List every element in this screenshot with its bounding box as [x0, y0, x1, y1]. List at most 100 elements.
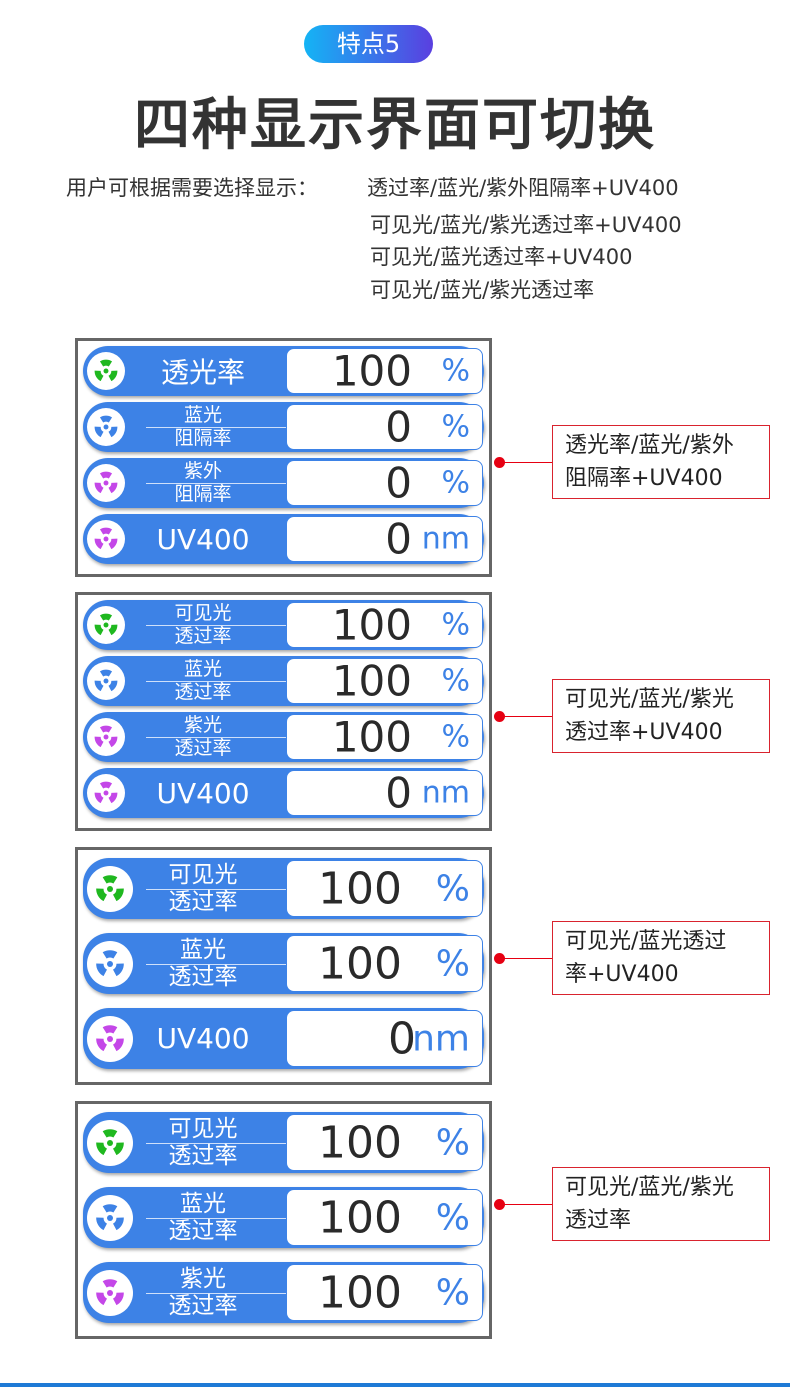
display-mode-panel: 可见光透过率 100 % 蓝光透过率 100 % 紫光透过率 100 % UV4… — [75, 592, 492, 831]
value-unit: nm — [421, 775, 470, 811]
callout-line — [500, 1204, 552, 1205]
label-line: 阻隔率 — [174, 483, 232, 505]
value-number: 0 — [385, 768, 412, 818]
label-line: UV400 — [156, 1022, 250, 1055]
radiation-blue-icon — [87, 940, 133, 987]
measurement-row: UV400 0 nm — [83, 1008, 484, 1069]
row-label: 紫外阻隔率 — [128, 458, 286, 508]
row-label: 紫光透过率 — [128, 712, 286, 762]
label-line: 透光率 — [160, 356, 245, 389]
label-divider — [145, 737, 286, 738]
label-line: 透过率 — [168, 1292, 238, 1319]
label-line: 透过率 — [174, 737, 232, 759]
measurement-row: 可见光透过率 100 % — [83, 600, 484, 650]
value-box: 0 % — [286, 403, 483, 452]
radiation-green-icon — [87, 606, 125, 644]
display-mode-panel: 透光率 100 % 蓝光阻隔率 0 % 紫外阻隔率 0 % UV400 0 nm — [75, 338, 492, 577]
row-label: 可见光透过率 — [128, 600, 286, 650]
label-line: 透过率 — [174, 625, 232, 647]
measurement-row: UV400 0 nm — [83, 514, 484, 564]
value-number: 100 — [318, 1267, 402, 1318]
label-divider — [145, 1217, 286, 1219]
row-label: UV400 — [128, 514, 278, 564]
label-line: 阻隔率 — [174, 427, 232, 449]
callout-line-text: 可见光/蓝光/紫光 — [565, 1175, 734, 1200]
value-number: 100 — [331, 346, 412, 396]
value-box: 100 % — [286, 860, 483, 917]
label-divider — [145, 1142, 286, 1144]
value-number: 0 — [385, 514, 412, 564]
value-number: 100 — [318, 938, 402, 989]
label-line: 紫外 — [183, 460, 222, 482]
measurement-row: 蓝光透过率 100 % — [83, 1187, 484, 1248]
label-line: 透过率 — [168, 888, 238, 915]
callout-line-text: 可见光/蓝光/紫光 — [565, 687, 734, 712]
display-mode-panel: 可见光透过率 100 % 蓝光透过率 100 % UV400 0 nm — [75, 847, 492, 1085]
value-box: 0 % — [286, 459, 483, 508]
intro-option: 可见光/蓝光/紫光透过率+UV400 — [370, 213, 682, 237]
value-box: 100 % — [286, 656, 483, 706]
value-unit: % — [435, 1272, 470, 1313]
row-label: 可见光透过率 — [128, 858, 286, 919]
callout-line-text: 透过率 — [565, 1208, 632, 1233]
value-box: 0 nm — [286, 768, 483, 818]
label-divider — [145, 483, 286, 484]
callout-box: 可见光/蓝光/紫光透过率+UV400 — [552, 679, 770, 753]
callout-dot — [494, 953, 505, 964]
page-title: 四种显示界面可切换 — [134, 93, 656, 158]
label-line: 蓝光 — [183, 658, 222, 680]
measurement-row: 透光率 100 % — [83, 346, 484, 396]
callout-dot — [494, 711, 505, 722]
value-box: 100 % — [286, 1189, 483, 1246]
radiation-purple-icon — [87, 718, 125, 756]
row-label: 蓝光阻隔率 — [128, 402, 286, 452]
value-unit: nm — [421, 521, 470, 557]
value-number: 100 — [331, 656, 412, 706]
callout-line-text: 阻隔率+UV400 — [565, 466, 723, 491]
value-box: 100 % — [286, 346, 483, 396]
measurement-row: 紫光透过率 100 % — [83, 712, 484, 762]
label-line: 紫光 — [183, 714, 222, 736]
value-box: 100 % — [286, 935, 483, 992]
measurement-row: 蓝光透过率 100 % — [83, 656, 484, 706]
callout-line-text: 率+UV400 — [565, 962, 679, 987]
feature-badge: 特点5 — [304, 25, 433, 63]
label-divider — [145, 963, 286, 965]
value-number: 100 — [318, 1117, 402, 1168]
radiation-purple-icon — [87, 774, 125, 812]
callout-box: 透光率/蓝光/紫外阻隔率+UV400 — [552, 425, 770, 499]
measurement-row: UV400 0 nm — [83, 768, 484, 818]
radiation-green-icon — [87, 1119, 133, 1166]
measurement-row: 蓝光阻隔率 0 % — [83, 402, 484, 452]
callout-dot — [494, 1199, 505, 1210]
intro-option: 可见光/蓝光/紫光透过率 — [370, 278, 595, 302]
measurement-row: 紫光透过率 100 % — [83, 1262, 484, 1323]
callout-line-text: 可见光/蓝光透过 — [565, 929, 727, 954]
label-line: 透过率 — [168, 1142, 238, 1169]
value-unit: % — [435, 868, 470, 909]
value-box: 100 % — [286, 1264, 483, 1321]
row-label: UV400 — [128, 1008, 278, 1069]
measurement-row: 可见光透过率 100 % — [83, 858, 484, 919]
intro-option: 透过率/蓝光/紫外阻隔率+UV400 — [367, 176, 679, 200]
measurement-row: 可见光透过率 100 % — [83, 1112, 484, 1173]
row-label: 蓝光透过率 — [128, 1187, 286, 1248]
row-label: UV400 — [128, 768, 278, 818]
label-divider — [145, 681, 286, 682]
intro-prefix: 用户可根据需要选择显示： — [66, 176, 318, 200]
row-label: 蓝光透过率 — [128, 933, 286, 994]
label-divider — [145, 625, 286, 626]
intro-option: 可见光/蓝光透过率+UV400 — [370, 245, 633, 269]
callout-line-text: 透过率+UV400 — [565, 720, 723, 745]
value-unit: % — [435, 1122, 470, 1163]
row-label: 紫光透过率 — [128, 1262, 286, 1323]
row-label: 蓝光透过率 — [128, 656, 286, 706]
value-unit: % — [441, 465, 470, 501]
label-divider — [145, 1292, 286, 1294]
callout-line — [500, 958, 552, 959]
label-line: 可见光 — [174, 602, 232, 624]
row-label: 可见光透过率 — [128, 1112, 286, 1173]
callout-line — [500, 462, 552, 463]
label-line: UV400 — [156, 776, 250, 810]
value-unit: % — [441, 353, 470, 389]
